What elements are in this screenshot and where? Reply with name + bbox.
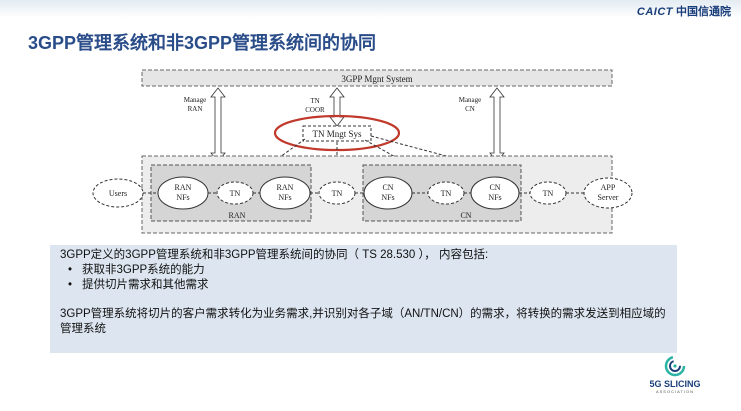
bullet-dot-icon: • <box>68 279 73 291</box>
logo-org: 中国信通院 <box>676 6 731 18</box>
manage-ran-label-1: Manage <box>184 96 207 104</box>
mgmt-system-label: 3GPP Mgnt System <box>341 74 412 84</box>
tn-label-ran: TN <box>230 189 241 198</box>
association-logo: 5G SLICING ASSOCIATION <box>640 355 710 394</box>
cn-domain-label: CN <box>460 211 471 220</box>
users-label: Users <box>109 189 127 198</box>
tn-label-middle: TN <box>332 189 343 198</box>
app-server-line-2: Server <box>598 193 619 202</box>
tn-label-right: TN <box>543 189 554 198</box>
header-bar <box>0 0 741 18</box>
cn-nf-2-line-1: CN <box>489 183 500 192</box>
info-panel: 3GPP定义的3GPP管理系统和非3GPP管理系统间的协同（ TS 28.530… <box>50 245 677 353</box>
tn-mgmt-label: TN Mngt Sys <box>312 129 362 139</box>
info-bullet-1: • 获取非3GPP系统的能力 <box>60 263 667 278</box>
info-bullet-1-text: 获取非3GPP系统的能力 <box>82 264 205 276</box>
info-bullet-2: • 提供切片需求和其他需求 <box>60 278 667 293</box>
architecture-diagram: 3GPP Mgnt System Manage RAN TN COOR Mana… <box>92 69 633 234</box>
tn-label-cn: TN <box>441 189 452 198</box>
cn-nf-1-line-2: NFs <box>381 193 394 202</box>
manage-cn-label-2: CN <box>465 105 475 113</box>
manage-ran-label-2: RAN <box>188 105 203 113</box>
cn-nf-2-line-2: NFs <box>488 193 501 202</box>
ran-domain-label: RAN <box>229 211 246 220</box>
ran-nf-2-line-1: RAN <box>277 183 294 192</box>
info-bullet-2-text: 提供切片需求和其他需求 <box>82 279 209 291</box>
tn-coor-label-2: COOR <box>305 106 325 114</box>
page-title: 3GPP管理系统和非3GPP管理系统间的协同 <box>28 33 377 53</box>
association-name: 5G SLICING <box>649 379 701 389</box>
info-intro: 3GPP定义的3GPP管理系统和非3GPP管理系统间的协同（ TS 28.530… <box>60 249 489 261</box>
ran-nf-2-line-2: NFs <box>278 193 291 202</box>
association-sub: ASSOCIATION <box>655 389 695 394</box>
bullet-dot-icon: • <box>68 264 73 276</box>
slicing-logo-icon <box>664 355 686 377</box>
manage-cn-label-1: Manage <box>459 96 482 104</box>
app-server-line-1: APP <box>601 183 616 192</box>
ran-nf-1-line-1: RAN <box>175 183 192 192</box>
tn-mgmt-box <box>302 125 372 142</box>
mgmt-system-box <box>141 69 613 87</box>
logo-brand: CAICT <box>636 6 673 18</box>
tn-coor-label-1: TN <box>310 97 319 105</box>
tn-coor-arrow <box>329 87 345 127</box>
manage-ran-arrow <box>210 87 226 163</box>
manage-cn-arrow <box>489 87 505 163</box>
info-paragraph: 3GPP管理系统将切片的客户需求转化为业务需求,并识别对各子域（AN/TN/CN… <box>60 308 666 335</box>
cn-nf-1-line-1: CN <box>382 183 393 192</box>
ran-nf-1-line-2: NFs <box>176 193 189 202</box>
